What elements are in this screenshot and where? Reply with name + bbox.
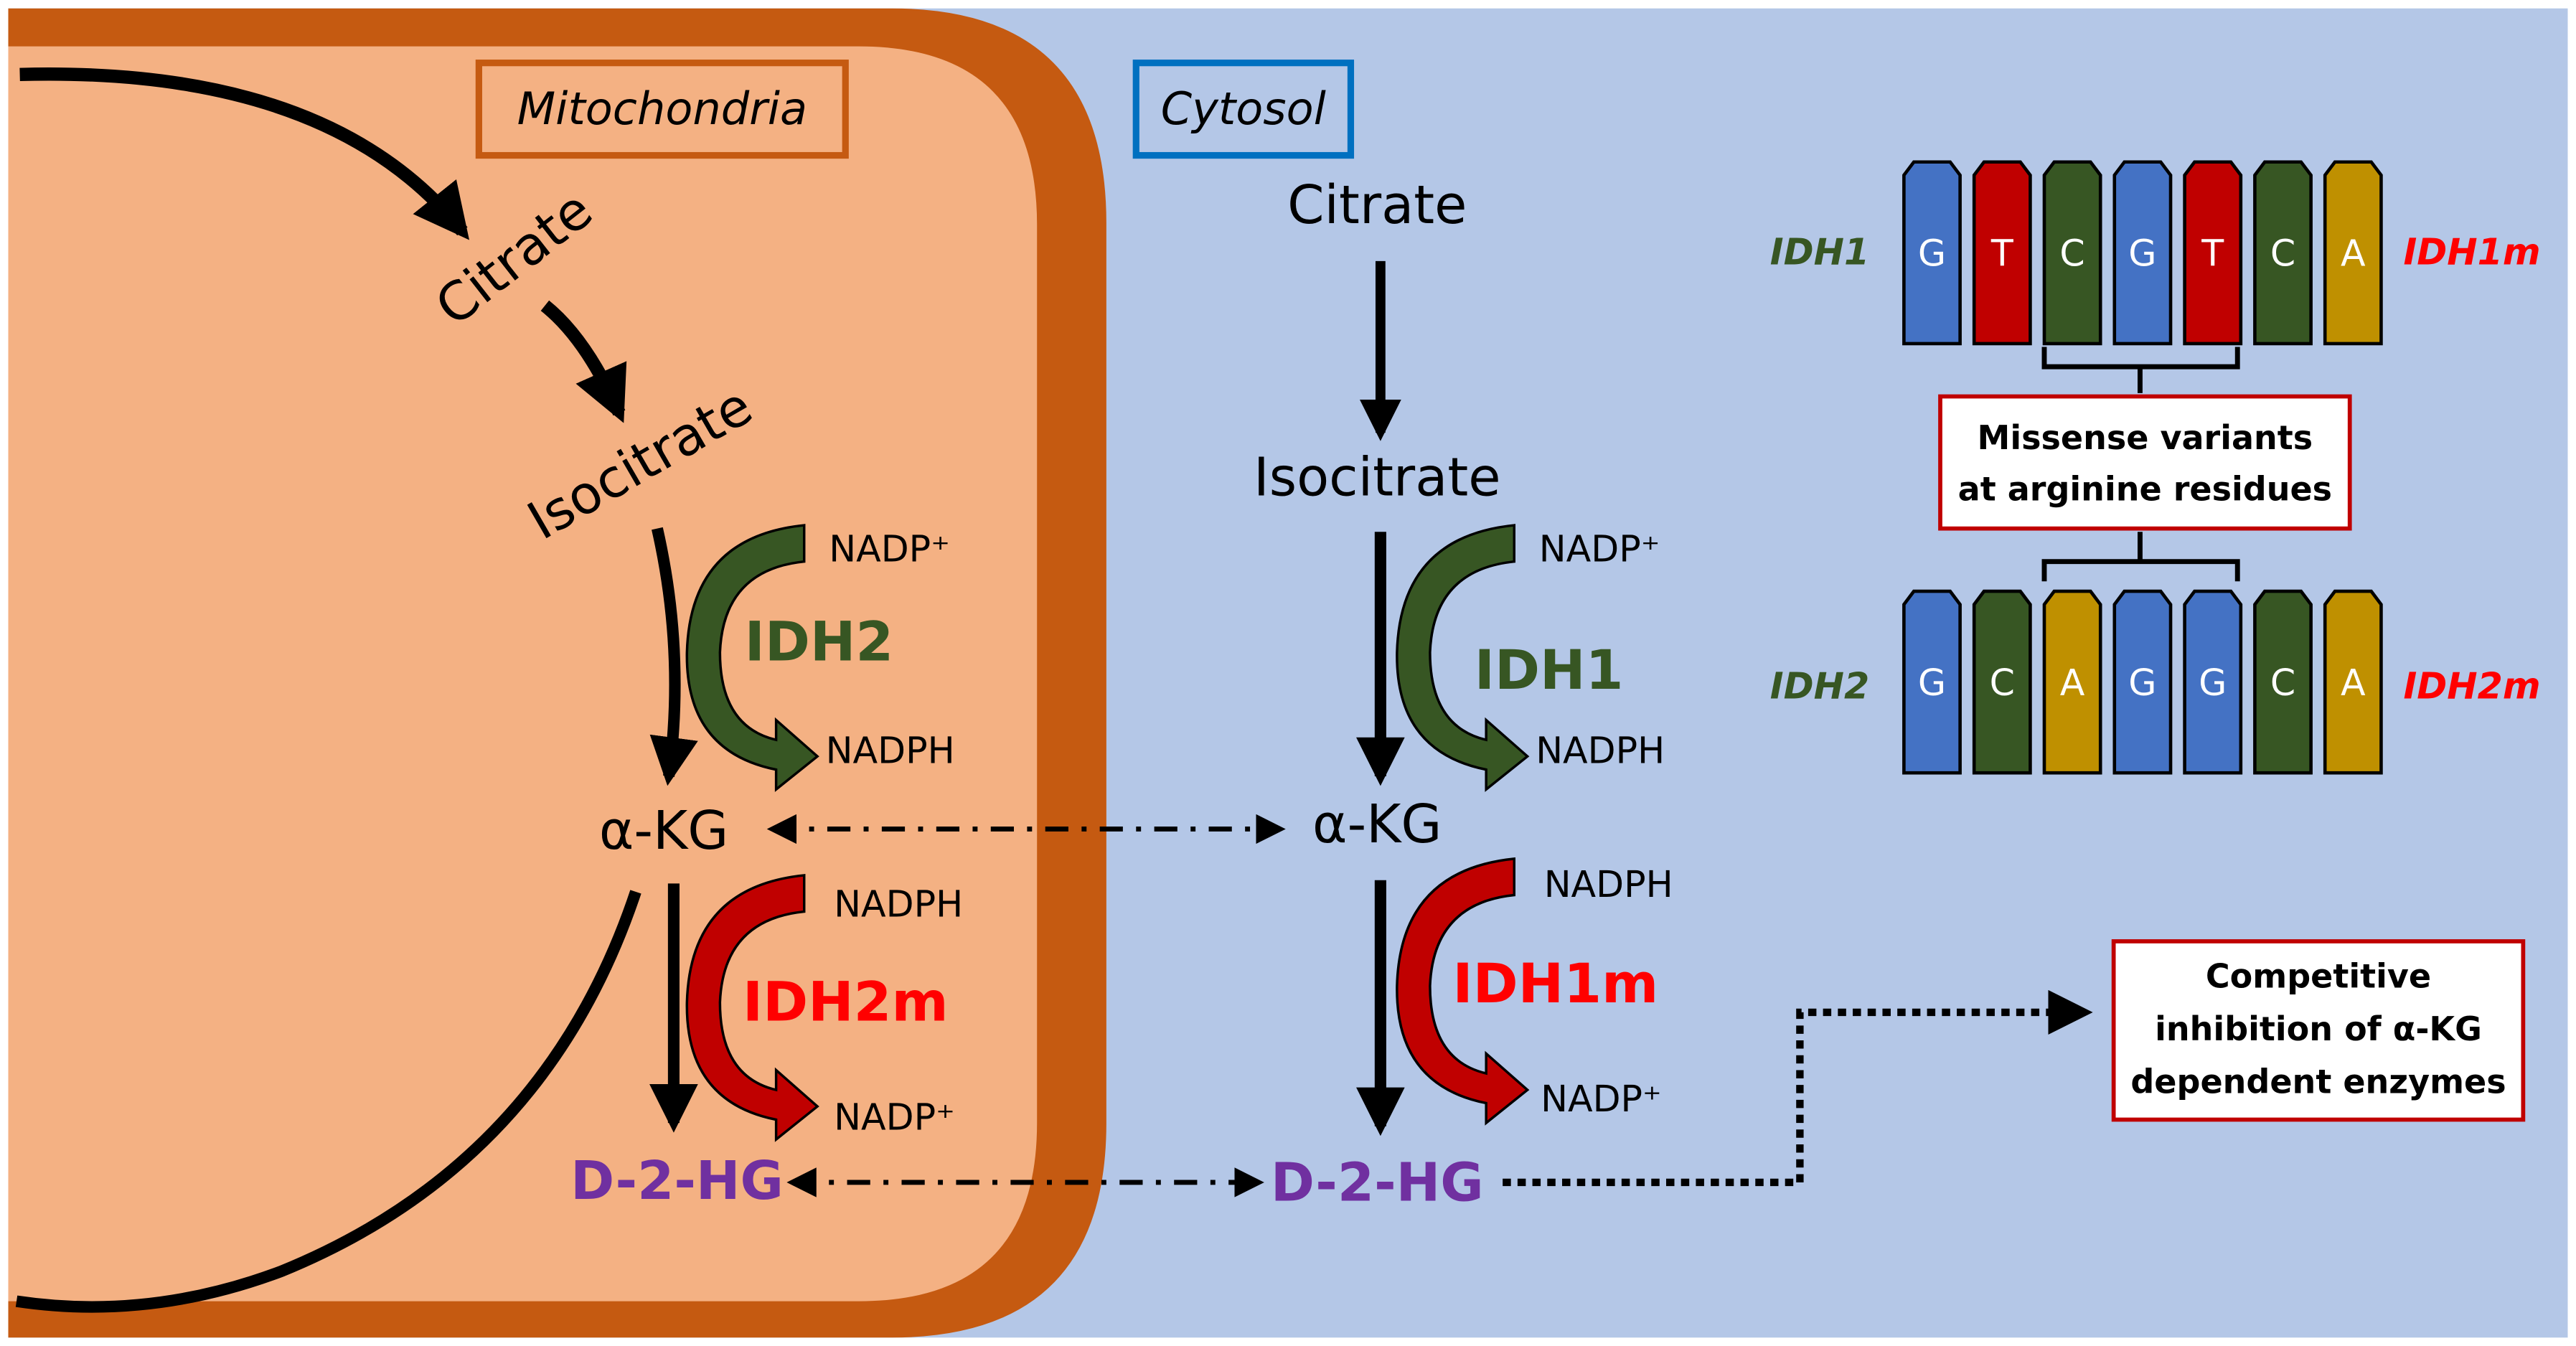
idh1-seq-left-label: IDH1 [1770, 230, 1869, 273]
cyto-citrate: Citrate [1287, 175, 1467, 236]
idh1-base-tile-5 [2183, 160, 2243, 346]
mitochondria-label-box [475, 60, 849, 159]
idh2-base-tile-6 [2253, 589, 2313, 775]
missense-line-2: at arginine residues [1958, 470, 2332, 509]
idh2m-label: IDH2m [743, 970, 949, 1033]
idh2-base-tile-1 [1902, 589, 1962, 775]
mito-nadph-in: NADPH [834, 883, 963, 925]
idh2-curved-arrow [685, 524, 819, 792]
idh1m-label: IDH1m [1452, 952, 1658, 1015]
tca-cycle-arc-return [15, 890, 641, 1313]
idh1m-curved-arrow [1396, 857, 1530, 1126]
mitochondria-label: Mitochondria [517, 83, 807, 135]
idh1-base-letter-2: T [1990, 232, 2014, 275]
idh1-label: IDH1 [1475, 639, 1624, 702]
idh1-base-letter-7: A [2341, 232, 2366, 275]
cyto-nadp-out: NADP⁺ [1541, 1078, 1662, 1120]
idh2-base-letter-1: G [1918, 662, 1946, 704]
idh1-base-tile-2 [1972, 160, 2032, 346]
idh2-base-letter-3: A [2060, 662, 2085, 704]
idh1-seq-right-label: IDH1m [2403, 230, 2540, 273]
mito-d2hg: D-2-HG [570, 1151, 784, 1212]
idh2-codon-bracket [2041, 532, 2240, 582]
idh1-base-tile-3 [2042, 160, 2102, 346]
idh2-base-letter-4: G [2128, 662, 2156, 704]
mito-akg: α-KG [599, 801, 728, 862]
tca-cycle-arc [19, 67, 470, 240]
idh2-base-tile-5 [2183, 589, 2243, 775]
idh1-curved-arrow [1396, 524, 1530, 792]
idh2-base-tile-3 [2042, 589, 2102, 775]
idh2-seq-right-label: IDH2m [2403, 665, 2540, 707]
cytosol-label-box [1132, 60, 1355, 159]
mito-isocitrate-to-akg-arrow [649, 527, 698, 786]
idh2-base-letter-7: A [2341, 662, 2366, 704]
idh1-base-letter-5: T [2201, 232, 2224, 275]
cyto-nadph-in: NADPH [1544, 863, 1673, 905]
mito-nadp-in: NADP⁺ [829, 528, 950, 570]
idh1-base-tile-4 [2112, 160, 2173, 346]
idh2-base-tile-7 [2323, 589, 2383, 775]
idh1-base-letter-3: C [2059, 232, 2084, 275]
cyto-d2hg: D-2-HG [1271, 1152, 1484, 1213]
idh2m-curved-arrow [685, 873, 819, 1142]
missense-box [1938, 394, 2352, 531]
idh1-base-letter-4: G [2128, 232, 2156, 275]
cyto-nadph-out: NADPH [1536, 729, 1665, 771]
cyto-isocitrate: Isocitrate [1254, 448, 1500, 509]
outcome-line-1: Competitive [2206, 956, 2431, 995]
idh2-base-letter-5: G [2199, 662, 2227, 704]
outcome-line-3: dependent enzymes [2130, 1063, 2506, 1101]
idh1-base-tile-1 [1902, 160, 1962, 346]
idh1-base-letter-1: G [1918, 232, 1946, 275]
cyto-akg: α-KG [1312, 794, 1442, 855]
idh2-label: IDH2 [745, 611, 894, 674]
idh1-base-tile-6 [2253, 160, 2313, 346]
idh1-base-letter-6: C [2270, 232, 2295, 275]
cytosol-label: Cytosol [1161, 83, 1326, 135]
missense-line-1: Missense variants [1978, 418, 2313, 457]
idh2-base-letter-6: C [2270, 662, 2295, 704]
outcome-box [2111, 939, 2526, 1122]
d2hg-effect-arrow [1503, 989, 2093, 1187]
idh2-base-tile-2 [1972, 589, 2032, 775]
idh2-seq-left-label: IDH2 [1770, 665, 1869, 707]
mito-nadp-out: NADP⁺ [834, 1096, 955, 1138]
mitochondrion-matrix [8, 46, 1038, 1302]
idh1-codon-bracket [2041, 347, 2240, 393]
mito-nadph-out: NADPH [826, 729, 955, 771]
idh2-base-letter-2: C [1990, 662, 2015, 704]
idh1-base-tile-7 [2323, 160, 2383, 346]
tca-cycle-arc-2 [540, 300, 627, 423]
outcome-line-2: inhibition of α-KG [2155, 1010, 2482, 1048]
cyto-nadp-in: NADP⁺ [1539, 528, 1660, 570]
idh2-base-tile-4 [2112, 589, 2173, 775]
